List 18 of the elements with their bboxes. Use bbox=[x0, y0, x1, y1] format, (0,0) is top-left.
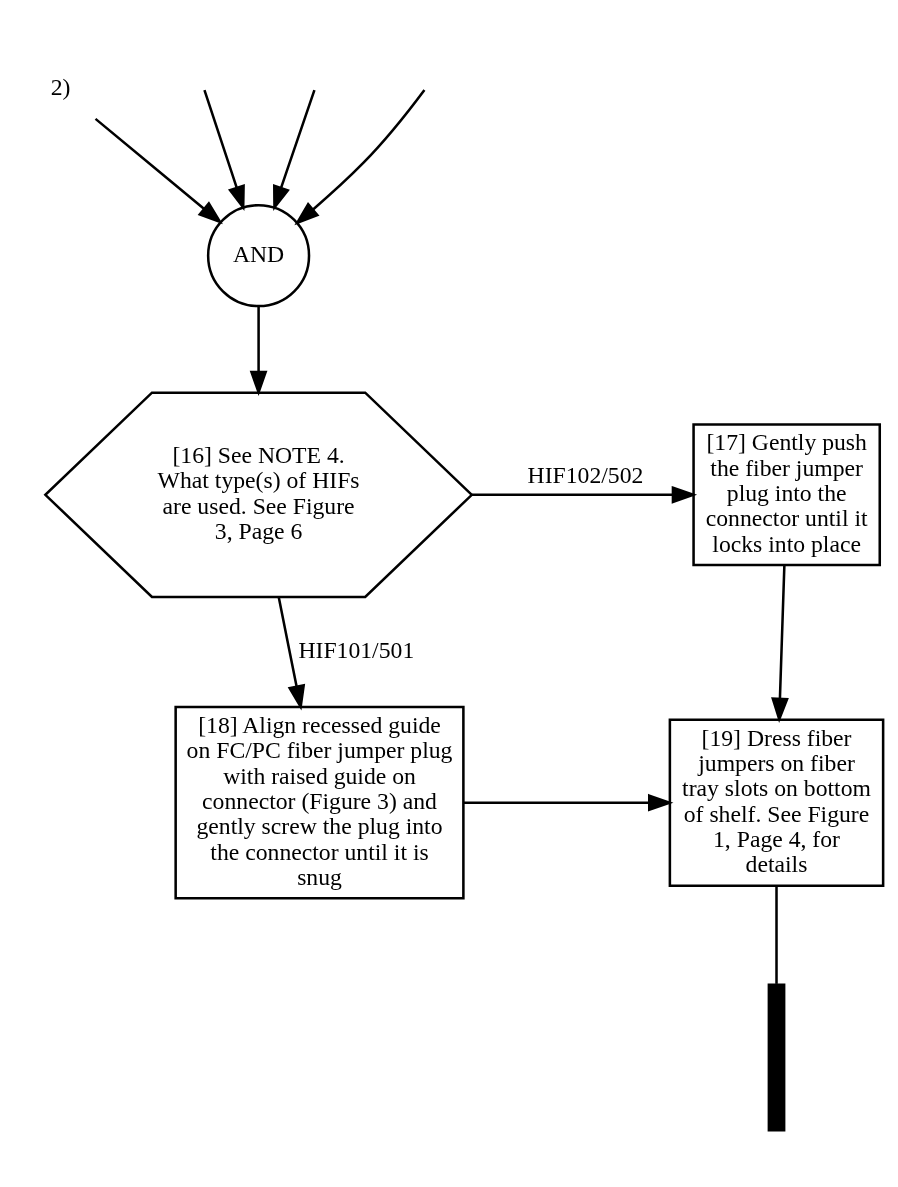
node-box: [18] Align recessed guide on FC/PC fiber jumper plug with raised guide on connector (Figure 3) and gently screw the plug into the connector until it is snug bbox=[174, 705, 465, 900]
node-bar bbox=[767, 982, 786, 1131]
arrow bbox=[203, 89, 245, 211]
arrow bbox=[273, 89, 316, 211]
edge-label: HIF101/501 bbox=[298, 636, 415, 663]
node-circle: AND bbox=[206, 203, 311, 307]
arrow bbox=[277, 596, 306, 711]
arrow bbox=[294, 88, 426, 225]
node-box: [19] Dress fiber jumpers on fiber tray slots on bottom of shelf. See Figure 1, Page 4, for details bbox=[668, 718, 885, 887]
arrow bbox=[94, 117, 223, 224]
arrow bbox=[471, 485, 698, 504]
arrow bbox=[771, 565, 789, 723]
connector bbox=[775, 885, 778, 984]
node-text: 2) bbox=[50, 73, 71, 99]
node-box: [17] Gently push the fiber jumper plug into the connector until it locks into place bbox=[692, 422, 881, 566]
edge-label: HIF102/502 bbox=[527, 461, 644, 488]
arrow bbox=[249, 306, 268, 396]
arrow bbox=[463, 793, 674, 812]
